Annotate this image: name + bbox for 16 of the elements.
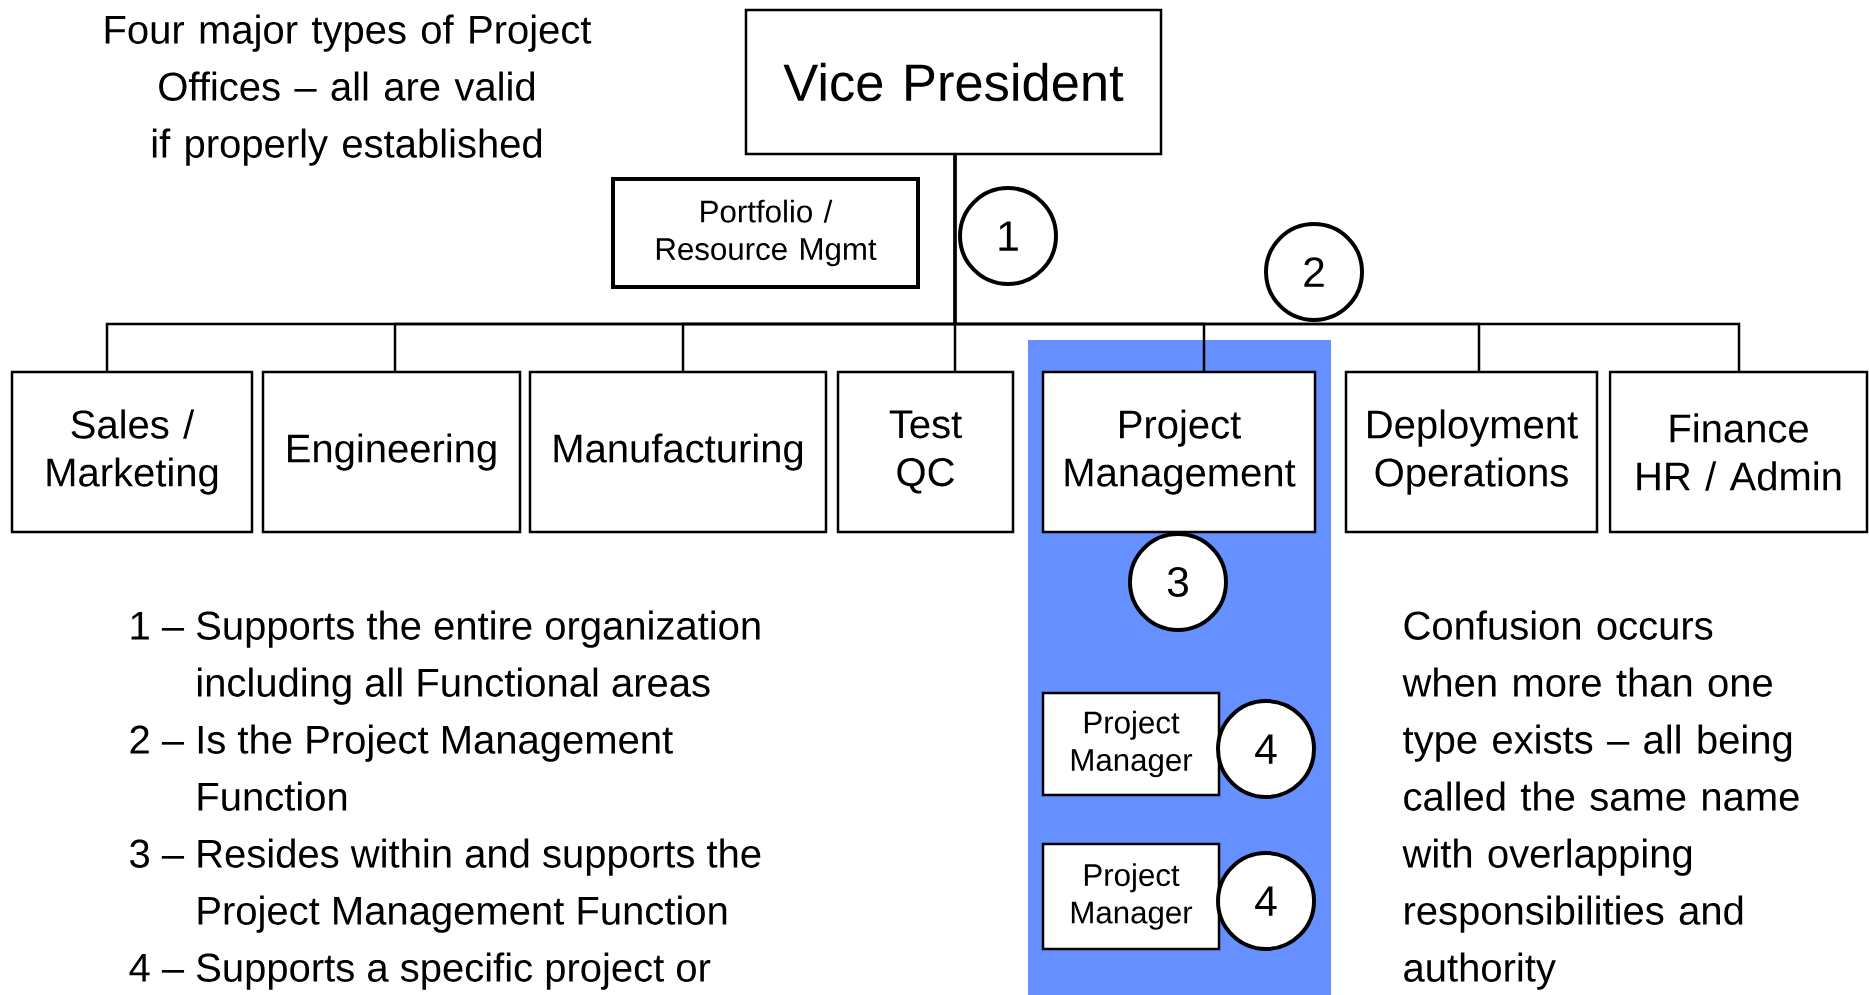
department-box: Deployment Operations [1344,370,1599,534]
connector-line [953,154,1741,372]
list-item: 4 – Supports a specific project or [129,952,711,990]
department-box: Engineering [261,370,522,534]
office-box: Portfolio / Resource Mgmt [611,177,920,289]
list-item: 3 – Resides within and supports the Project Management Function [130,838,761,933]
list-item: 1 – Supports the entire organization including all Functional areas [131,610,760,705]
heading-note: Four major types of Project Offices – all are valid if properly established [105,14,592,166]
side-note: Confusion occurs when more than one type exists – all being called the same name with overlapping responsibilities and authority [1402,610,1799,990]
department-box: Test QC [836,370,1015,534]
title-box: Vice President [744,8,1163,156]
list-item: 2 – Is the Project Management Function [130,724,673,811]
department-box: Sales / Marketing [10,370,254,534]
department-box: Finance HR / Admin [1608,370,1869,534]
department-box: Manufacturing [528,370,828,534]
manager-box: Project Manager [1041,691,1221,797]
